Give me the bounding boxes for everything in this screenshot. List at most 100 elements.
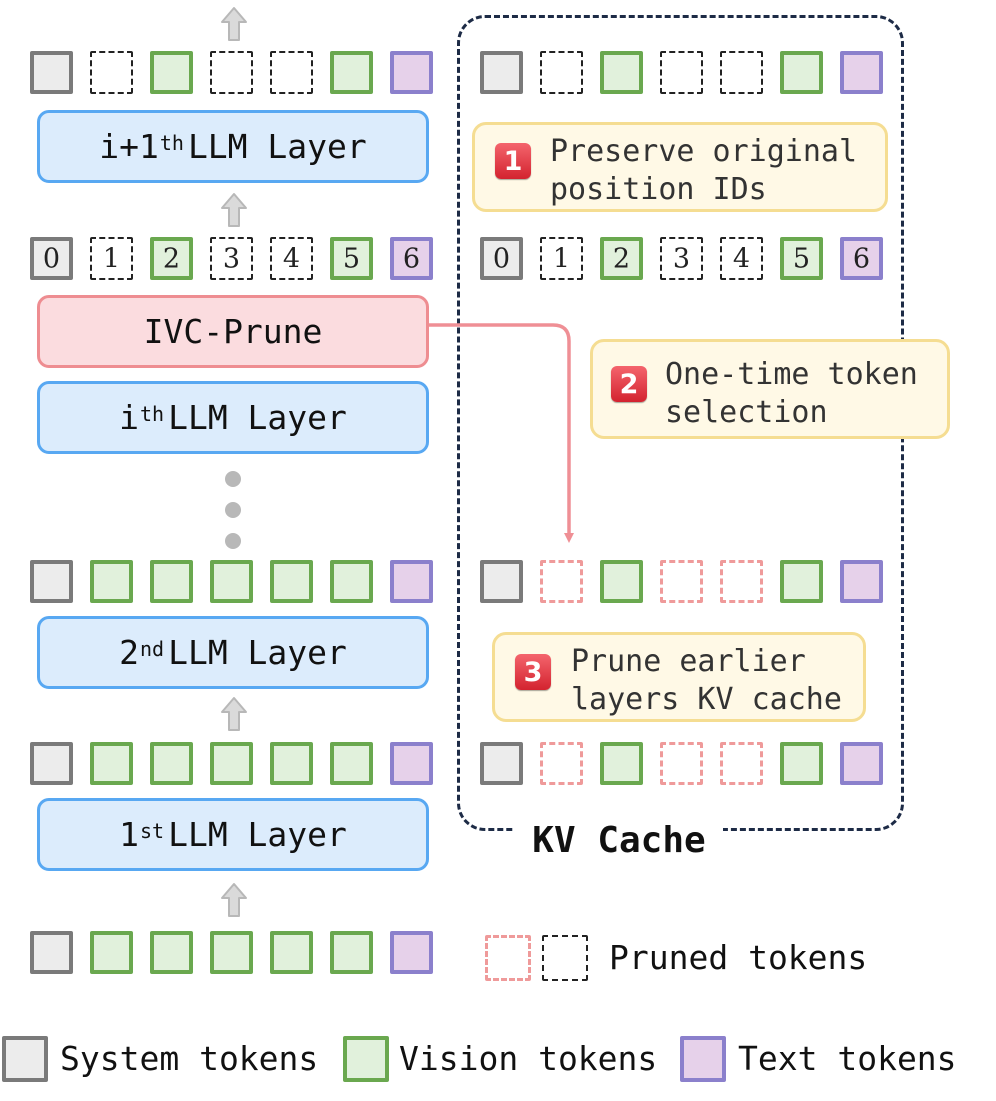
position-id: 6 (402, 243, 421, 274)
layer-prefix: i+1 (99, 127, 159, 166)
pruned-token (720, 51, 763, 94)
vision-token (270, 931, 313, 974)
pruned-token: 4 (720, 237, 763, 280)
vision-token (210, 742, 253, 785)
vision-token (780, 51, 823, 94)
layer-prefix: 2 (119, 633, 139, 672)
pruned-token-legend-swatch (542, 935, 588, 981)
pruned-token: 3 (210, 237, 253, 280)
layer-prefix: 1 (119, 815, 139, 854)
text-token (390, 931, 433, 974)
up-arrow-icon (221, 7, 247, 41)
ellipsis-dot (225, 502, 241, 518)
text-token (840, 742, 883, 785)
layer-label: LLM Layer (187, 127, 367, 166)
up-arrow-icon (221, 697, 247, 731)
pruned-token: 1 (540, 237, 583, 280)
vision-legend-swatch (343, 1036, 389, 1082)
vision-token (600, 742, 643, 785)
position-id: 5 (342, 243, 361, 274)
position-id: 4 (282, 243, 301, 274)
position-id: 3 (222, 243, 241, 274)
vision-token (90, 742, 133, 785)
system-token: 0 (30, 237, 73, 280)
position-id: 0 (492, 243, 511, 274)
position-id: 0 (42, 243, 61, 274)
vision-tokens-label: Vision tokens (399, 1039, 658, 1078)
vision-token (600, 51, 643, 94)
step-badge-1: 1 (495, 143, 531, 179)
vision-token (330, 931, 373, 974)
vision-token (780, 742, 823, 785)
system-token (30, 931, 73, 974)
vision-token (210, 931, 253, 974)
vision-token (150, 931, 193, 974)
vision-token (150, 560, 193, 603)
layer-suffix-ordinal: th (159, 130, 184, 155)
pruned-kv-token (720, 742, 763, 785)
vision-token (90, 560, 133, 603)
layer-prefix: i (119, 398, 139, 437)
position-id: 5 (792, 243, 811, 274)
pruned-kv-token (660, 742, 703, 785)
pruned-tokens-label: Pruned tokens (609, 938, 868, 977)
system-token (480, 51, 523, 94)
callout-text: One-time token selection (665, 357, 918, 430)
pruned-token (540, 51, 583, 94)
text-token: 6 (390, 237, 433, 280)
position-id: 3 (672, 243, 691, 274)
layer-label: LLM Layer (168, 815, 347, 854)
callout-preserve-position-ids: 1 Preserve original position IDs (472, 122, 888, 212)
vision-token (780, 560, 823, 603)
ivc-prune-block: IVC-Prune (37, 295, 429, 368)
kv-cache-title: KV Cache (515, 819, 723, 863)
pruned-token: 4 (270, 237, 313, 280)
text-token (390, 51, 433, 94)
layer-suffix-ordinal: th (139, 401, 165, 426)
text-token: 6 (840, 237, 883, 280)
callout-one-time-selection: 2 One-time token selection (590, 339, 950, 439)
position-id: 2 (612, 243, 631, 274)
layer-suffix-ordinal: st (139, 818, 165, 843)
callout-prune-kv-cache: 3 Prune earlier layers KV cache (492, 632, 866, 722)
prune-selection-arrow (429, 323, 574, 543)
ellipsis-dot (225, 471, 241, 487)
text-token (840, 51, 883, 94)
position-id: 2 (162, 243, 181, 274)
system-token (480, 560, 523, 603)
vision-token: 5 (780, 237, 823, 280)
ivc-prune-label: IVC-Prune (143, 312, 323, 351)
pruned-token: 3 (660, 237, 703, 280)
pruned-kv-token (660, 560, 703, 603)
position-id: 1 (552, 243, 571, 274)
vision-token (90, 931, 133, 974)
up-arrow-icon (221, 193, 247, 227)
pruned-token (270, 51, 313, 94)
vision-token: 5 (330, 237, 373, 280)
text-tokens-label: Text tokens (738, 1039, 957, 1078)
step-badge-2: 2 (611, 366, 647, 402)
position-id: 1 (102, 243, 121, 274)
vision-token (330, 742, 373, 785)
vision-token (600, 560, 643, 603)
vision-token (270, 742, 313, 785)
system-token (30, 560, 73, 603)
callout-text: Preserve original position IDs (550, 134, 858, 207)
system-token (30, 51, 73, 94)
vision-token (150, 51, 193, 94)
pruned-kv-token (540, 560, 583, 603)
system-token (480, 742, 523, 785)
text-legend-swatch (680, 1036, 726, 1082)
pruned-kv-token (540, 742, 583, 785)
vision-token (150, 742, 193, 785)
text-token (840, 560, 883, 603)
pruned-token: 1 (90, 237, 133, 280)
ellipsis-dot (225, 533, 241, 549)
layer-label: LLM Layer (168, 398, 347, 437)
layer-suffix-ordinal: nd (139, 636, 165, 661)
vision-token (270, 560, 313, 603)
